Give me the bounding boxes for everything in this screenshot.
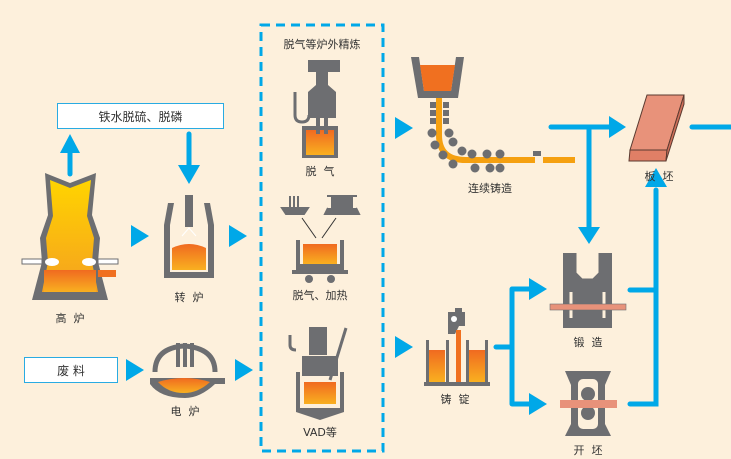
continuous-caster-icon (411, 57, 575, 173)
forging-icon (549, 251, 627, 328)
hot-metal-treatment-label: 铁水脱硫、脱磷 (98, 109, 183, 124)
degas-heating-label: 脱气、加热 (292, 289, 348, 302)
arrowhead-down (178, 165, 200, 184)
electric-furnace-icon (150, 343, 225, 398)
blooming-label: 开 坯 (573, 444, 603, 457)
arrow-forming-to-slab (627, 187, 659, 407)
ingot-casting-label: 铸 锭 (440, 393, 470, 406)
arrowhead-slab (609, 116, 626, 138)
arrowhead-up-slab (645, 168, 667, 187)
arrow-converter-to-refining (229, 225, 247, 247)
scrap-box: 废 料 (24, 357, 118, 383)
arrowhead-to-forging (529, 278, 547, 300)
arrow-scrap-to-eaf (126, 359, 144, 381)
ingot-casting-icon (424, 308, 490, 386)
forging-label: 锻 造 (573, 336, 603, 349)
continuous-casting-label: 连续铸造 (468, 182, 512, 195)
degassing-label: 脱 气 (305, 165, 335, 178)
hot-metal-treatment-box: 铁水脱硫、脱磷 (57, 103, 224, 129)
ladle-furnace-icon (280, 195, 361, 283)
arrow-bf-to-converter (131, 225, 149, 247)
blast-furnace-icon (21, 173, 119, 300)
electric-furnace-label: 电 炉 (170, 405, 200, 418)
secondary-refining-group (259, 23, 385, 453)
arrow-ingot-branch (493, 286, 533, 407)
scrap-label: 废 料 (57, 363, 85, 378)
degasser-icon (293, 60, 340, 158)
blooming-mill-icon (560, 371, 617, 436)
arrowhead-to-blooming (529, 393, 547, 415)
refining-group-title: 脱气等炉外精炼 (283, 38, 361, 51)
arrowhead-forging (578, 227, 600, 244)
converter-label: 转 炉 (174, 291, 204, 304)
arrow-eaf-to-refining (235, 359, 253, 381)
blast-furnace-label: 高 炉 (55, 312, 85, 325)
converter-icon (164, 195, 214, 278)
arrow-refining-to-ingot (395, 336, 413, 358)
slab-icon (628, 94, 685, 162)
vad-label: VAD等 (303, 426, 337, 439)
arrow-refining-to-cc (395, 117, 413, 139)
slab-label: 板 坯 (644, 170, 674, 183)
vad-icon (288, 327, 348, 420)
arrowhead-up (60, 134, 80, 153)
